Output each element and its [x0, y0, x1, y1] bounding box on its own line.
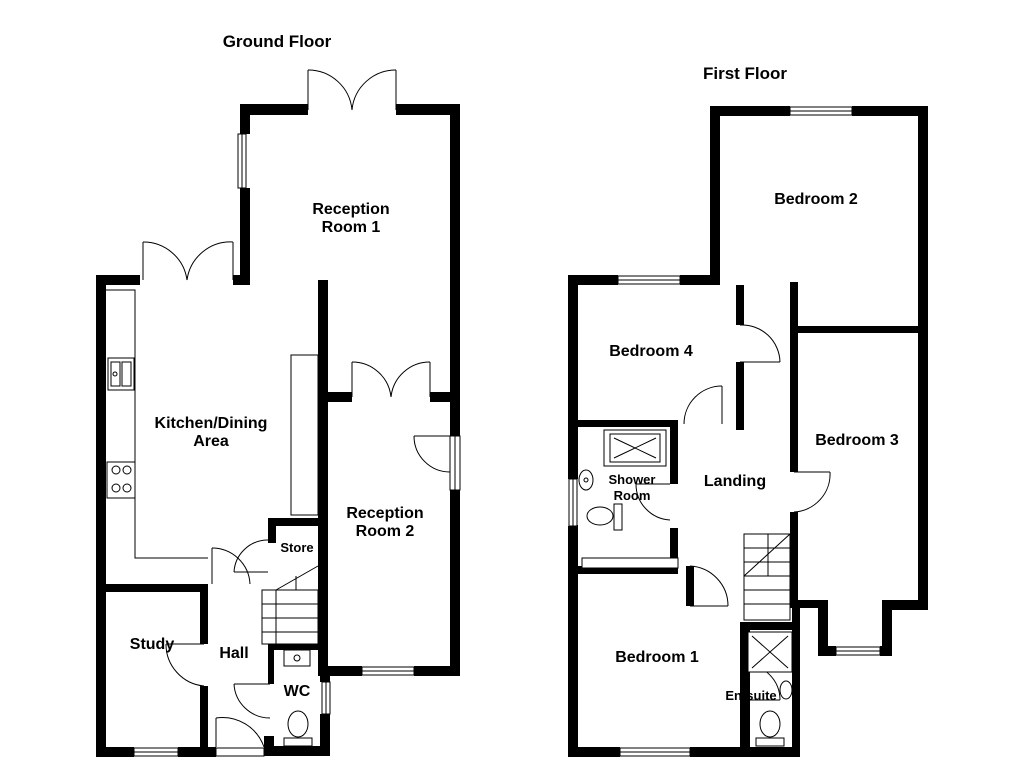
room-label-en-suite: En-suite [725, 688, 776, 703]
room-label-reception-room-1-line2: Room 1 [322, 219, 381, 236]
room-label-bedroom-1: Bedroom 1 [615, 649, 699, 666]
room-label-shower-room-line1: Shower [609, 472, 656, 487]
room-label-reception-room-2-line1: Reception [346, 505, 423, 522]
ground-floor-title: Ground Floor [223, 32, 332, 51]
first-floor-title: First Floor [703, 64, 787, 83]
room-label-hall: Hall [219, 645, 248, 662]
room-label-kitchen-line2: Area [193, 433, 229, 450]
ground-floor-doors [142, 69, 451, 757]
first-floor-doors [635, 324, 831, 701]
first-floor-labels: Bedroom 2 Bedroom 4 Bedroom 3 Shower Roo… [609, 191, 899, 703]
ground-floor-fixtures [106, 289, 319, 747]
room-label-landing: Landing [704, 473, 766, 490]
ground-floor-plan: Ground Floor [96, 32, 461, 757]
room-label-kitchen-line1: Kitchen/Dining [155, 415, 268, 432]
room-label-wc: WC [284, 683, 311, 700]
room-label-bedroom-3: Bedroom 3 [815, 432, 899, 449]
first-floor-windows [568, 106, 881, 757]
room-label-reception-room-2-line2: Room 2 [356, 523, 415, 540]
first-floor-plan: First Floor [568, 64, 928, 757]
ground-floor-walls [96, 104, 460, 757]
room-label-store: Store [280, 540, 313, 555]
first-floor-walls [568, 106, 928, 757]
ground-floor-windows [133, 133, 461, 757]
first-floor-fixtures [578, 429, 793, 747]
room-label-reception-room-1-line1: Reception [312, 201, 389, 218]
room-label-bedroom-2: Bedroom 2 [774, 191, 858, 208]
room-label-bedroom-4: Bedroom 4 [609, 343, 693, 360]
room-label-study: Study [130, 636, 175, 653]
room-label-shower-room-line2: Room [614, 488, 651, 503]
ground-floor-labels: Reception Room 1 Kitchen/Dining Area Rec… [130, 201, 424, 700]
